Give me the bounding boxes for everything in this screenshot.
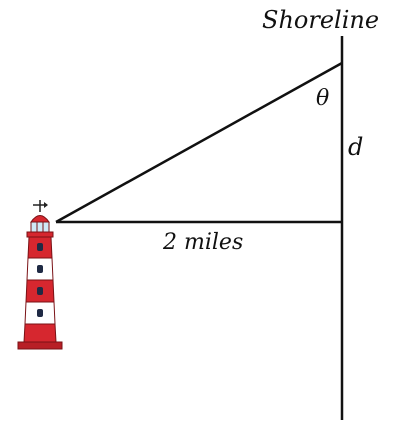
- angle-theta-label: θ: [316, 86, 330, 111]
- shoreline-label: Shoreline: [262, 6, 380, 34]
- distance-d-label: d: [348, 133, 364, 161]
- lighthouse-icon: [17, 200, 63, 350]
- sight-line: [55, 61, 343, 224]
- distance-to-shore-label: 2 miles: [163, 230, 244, 255]
